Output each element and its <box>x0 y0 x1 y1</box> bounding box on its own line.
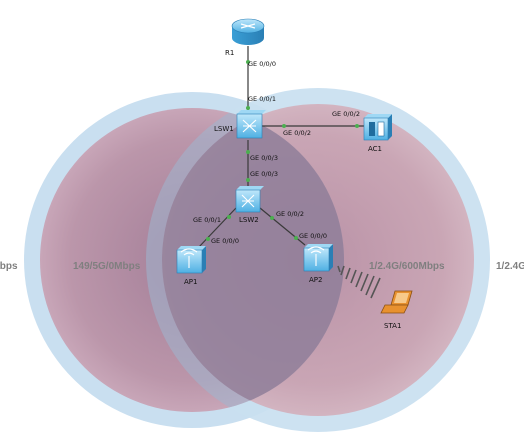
ap-side <box>202 246 206 273</box>
ap-side <box>329 244 333 271</box>
access-point-icon <box>303 244 333 272</box>
right-edge-rate-label: 1/2.4G <box>496 261 524 272</box>
port-label-lsw2-ap2-b: GE 0/0/0 <box>299 232 327 240</box>
ap-antenna <box>180 248 198 268</box>
device-label: R1 <box>225 49 234 57</box>
ac-face <box>363 117 389 141</box>
signal-bar <box>337 265 341 273</box>
ac-slot <box>369 122 375 136</box>
ac-top <box>364 114 392 118</box>
ac-slot <box>377 121 385 137</box>
switch-arrows <box>241 194 255 208</box>
switch-icon <box>236 110 266 139</box>
port-label-r1-lsw1-b: GE 0/0/1 <box>248 95 276 103</box>
port-label-lsw1-ac1-b: GE 0/0/2 <box>332 110 360 118</box>
port-dot <box>270 216 274 220</box>
signal-bar <box>360 273 369 292</box>
device-label: LSW2 <box>239 216 259 224</box>
ap-top <box>177 246 206 250</box>
ap-antenna <box>307 246 325 266</box>
port-dot <box>294 236 298 240</box>
port-label-lsw1-ac1-a: GE 0/0/2 <box>283 129 311 137</box>
device-r1[interactable]: R1 <box>225 18 265 57</box>
left-rate-label: 149/5G/0Mbps <box>73 261 141 272</box>
port-label-r1-lsw1-a: GE 0/0/0 <box>248 60 276 68</box>
laptop-icon <box>380 290 413 314</box>
port-dot <box>227 215 231 219</box>
access-controller-icon <box>363 114 392 141</box>
wireless-signal-icon <box>337 265 381 299</box>
signal-bar <box>350 269 357 284</box>
port-dot <box>206 237 210 241</box>
ap-top <box>304 244 333 248</box>
switch-icon <box>235 186 264 213</box>
port-label-lsw1-lsw2-b: GE 0/0/3 <box>250 170 278 178</box>
port-label-lsw2-ap2-a: GE 0/0/2 <box>276 210 304 218</box>
right-rate-label: 1/2.4G/600Mbps <box>369 261 445 272</box>
device-label: AC1 <box>368 145 382 153</box>
laptop-base <box>380 304 409 314</box>
device-sta1[interactable]: STA1 <box>380 290 413 330</box>
device-label: AP2 <box>309 276 322 284</box>
signal-bar <box>365 275 375 296</box>
link-lsw2-ap1 <box>197 207 237 249</box>
port-dots <box>206 60 359 241</box>
port-dot <box>246 60 250 64</box>
signal-bar <box>345 267 351 280</box>
device-label: LSW1 <box>214 125 234 133</box>
router-arrows <box>240 23 256 29</box>
signal-bar <box>370 277 381 299</box>
ac-side <box>388 114 392 140</box>
left-edge-rate-label: lbps <box>0 261 18 272</box>
signal-bar <box>340 265 345 276</box>
port-label-lsw2-ap1-a: GE 0/0/1 <box>193 216 221 224</box>
switch-top <box>236 186 264 190</box>
port-dot <box>355 124 359 128</box>
laptop-screen-glass <box>394 293 409 303</box>
device-ap2[interactable]: AP2 <box>303 244 333 284</box>
switch-arrows <box>242 119 257 133</box>
device-ap1[interactable]: AP1 <box>176 246 206 286</box>
port-label-lsw2-ap1-b: GE 0/0/0 <box>211 237 239 245</box>
access-point-icon <box>176 246 206 274</box>
port-dot <box>246 106 250 110</box>
port-dot <box>282 124 286 128</box>
port-dot <box>246 150 250 154</box>
port-dot <box>246 178 250 182</box>
device-label: AP1 <box>184 278 197 286</box>
router-icon <box>231 18 265 45</box>
device-lsw2[interactable]: LSW2 <box>235 186 264 224</box>
device-lsw1[interactable]: LSW1 <box>214 110 266 139</box>
signal-bar <box>355 271 363 288</box>
device-label: STA1 <box>384 322 401 330</box>
switch-top <box>237 110 266 114</box>
device-ac1[interactable]: AC1 <box>363 114 392 153</box>
port-label-lsw1-lsw2-a: GE 0/0/3 <box>250 154 278 162</box>
